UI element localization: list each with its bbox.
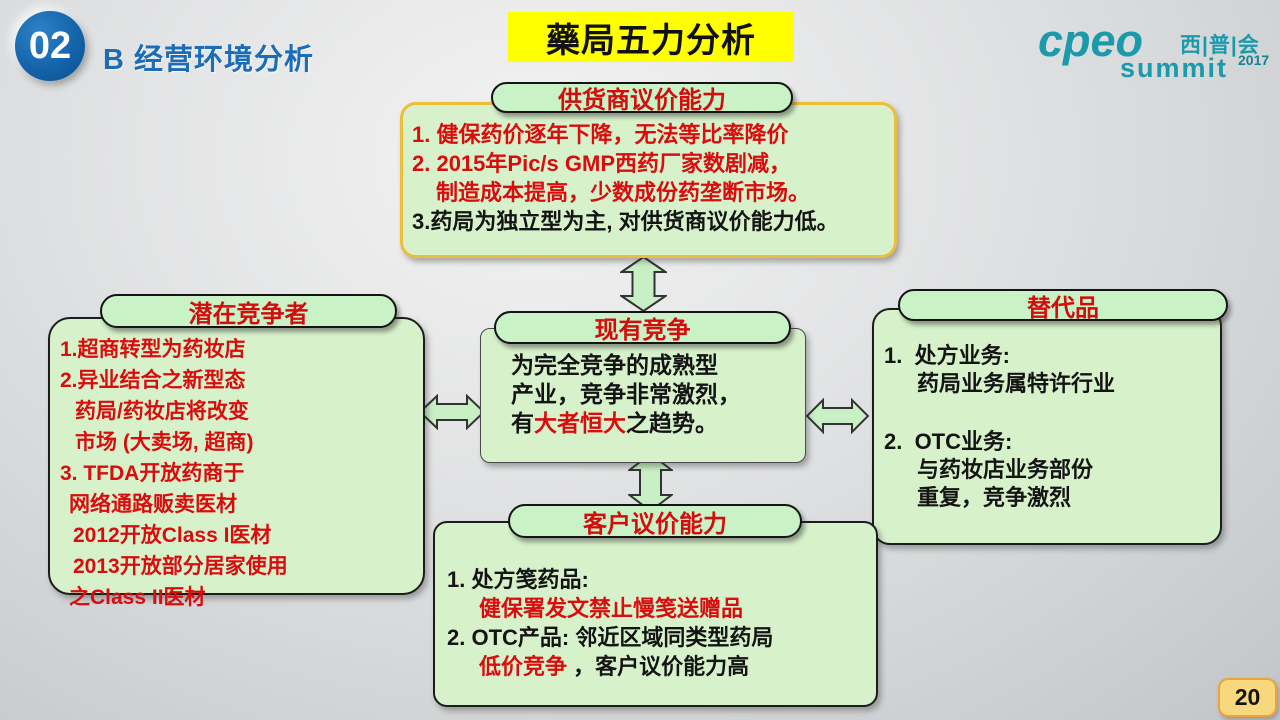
- section-title: B 经营环境分析: [103, 44, 315, 76]
- supplier-line: 2. 2015年Pic/s GMP西药厂家数剧减，: [412, 151, 791, 176]
- logo-chinese-text: 西|普|会: [1180, 34, 1260, 57]
- substitutes-header: 替代品: [898, 289, 1228, 322]
- potential-line: 3. TFDA开放药商于: [60, 462, 245, 485]
- existing-competition-box: 为完全竞争的成熟型 产业，竞争非常激烈， 有大者恒大之趋势。: [480, 328, 806, 463]
- existing-line: 为完全竞争的成熟型: [511, 352, 718, 378]
- customer-power-header: 客户议价能力: [508, 504, 802, 538]
- potential-line: 2013开放部分居家使用: [73, 555, 288, 578]
- center-substitutes-double-arrow-icon: [806, 396, 869, 436]
- existing-line: 产业，竞争非常激烈，: [511, 381, 741, 407]
- substitutes-box: 1. 处方业务: 药局业务属特许行业 2. OTC业务: 与药妆店业务部份 重复…: [872, 308, 1222, 545]
- cpeo-summit-logo: cpeo 西|普|会 summit 2017: [1030, 12, 1275, 82]
- section-number: 02: [28, 24, 72, 67]
- page-number-badge: 20: [1218, 678, 1277, 717]
- potential-line: 2.异业结合之新型态: [60, 369, 246, 392]
- logo-brand-text: cpeo: [1038, 15, 1144, 66]
- page-title: 藥局五力分析: [508, 12, 794, 62]
- customer-line: 健保署发文禁止慢笺送赠品: [479, 596, 744, 621]
- existing-line: 有大者恒大之趋势。: [511, 410, 718, 436]
- supplier-power-header: 供货商议价能力: [491, 82, 793, 114]
- potential-line: 1.超商转型为药妆店: [60, 338, 246, 361]
- potential-line: 之Class II医材: [69, 586, 206, 609]
- potential-line: 市场 (大卖场, 超商): [75, 431, 254, 454]
- potential-competitors-header: 潜在竞争者: [100, 294, 397, 328]
- customer-line: 2. OTC产品: 邻近区域同类型药局: [447, 625, 774, 650]
- customer-power-box: 1. 处方笺药品: 健保署发文禁止慢笺送赠品 2. OTC产品: 邻近区域同类型…: [433, 521, 878, 707]
- potential-center-double-arrow-icon: [419, 393, 485, 431]
- section-number-badge: 02: [15, 11, 85, 81]
- potential-competitors-box: 1.超商转型为药妆店 2.异业结合之新型态 药局/药妆店将改变 市场 (大卖场,…: [48, 317, 425, 609]
- potential-line: 网络通路贩卖医材: [69, 493, 237, 516]
- supplier-line: 1. 健保药价逐年下降，无法等比率降价: [412, 122, 789, 147]
- potential-line: 2012开放Class I医材: [73, 524, 272, 547]
- customer-line: 低价竞争 ，客户议价能力高: [479, 654, 750, 679]
- substitutes-line: 与药妆店业务部份: [917, 457, 1094, 482]
- substitutes-line: 1. 处方业务:: [884, 343, 1010, 368]
- supplier-line: 制造成本提高，少数成份药垄断市场。: [436, 180, 811, 205]
- existing-competition-header: 现有竞争: [494, 311, 791, 344]
- substitutes-line: 2. OTC业务:: [884, 429, 1013, 454]
- supplier-line: 3.药局为独立型为主, 对供货商议价能力低。: [412, 209, 839, 234]
- supplier-power-box: 1. 健保药价逐年下降，无法等比率降价 2. 2015年Pic/s GMP西药厂…: [400, 102, 897, 258]
- substitutes-line: 药局业务属特许行业: [917, 371, 1116, 396]
- customer-line: 1. 处方笺药品:: [447, 567, 589, 592]
- logo-summit-text: summit: [1120, 53, 1229, 83]
- potential-line: 药局/药妆店将改变: [75, 400, 249, 423]
- substitutes-line: 重复，竞争激烈: [917, 485, 1072, 510]
- supplier-center-double-arrow-icon: [620, 256, 667, 312]
- logo-year-text: 2017: [1238, 52, 1270, 68]
